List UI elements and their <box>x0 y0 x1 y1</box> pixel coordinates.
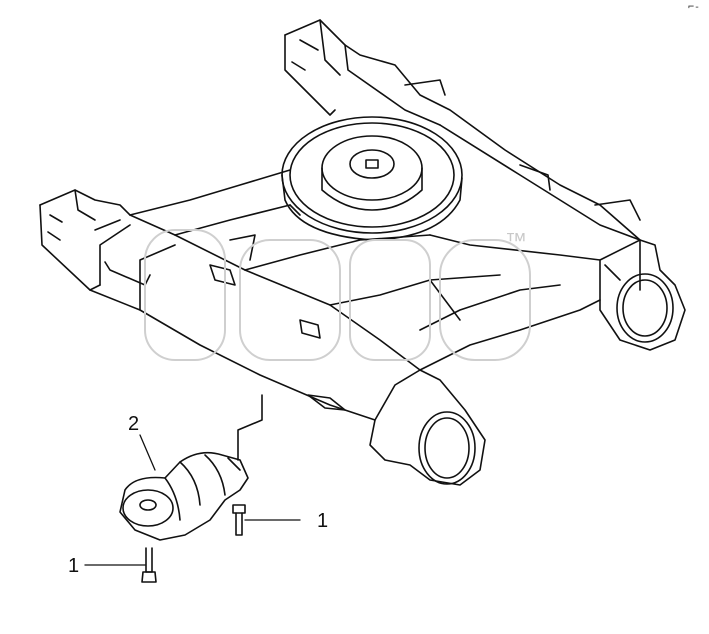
bolt-right <box>232 504 246 536</box>
track-frame-left-beam <box>39 189 421 421</box>
watermark-logo <box>144 229 531 361</box>
bolt-left <box>141 547 157 583</box>
callout-label-bolt-left: 1 <box>68 555 80 577</box>
corner-mark: ⌐- <box>688 2 701 13</box>
callout-leader-roller <box>139 434 156 471</box>
watermark-trademark: ™ <box>505 228 528 253</box>
idler-bracket-right <box>599 239 686 351</box>
idler-bracket-front <box>369 369 486 486</box>
assembly-leader-line <box>237 394 263 461</box>
callout-label-roller: 2 <box>128 413 140 435</box>
swing-bearing <box>281 116 463 241</box>
track-roller <box>119 451 249 541</box>
callout-label-bolt-right: 1 <box>317 510 329 532</box>
track-frame-right-beam <box>284 19 641 291</box>
